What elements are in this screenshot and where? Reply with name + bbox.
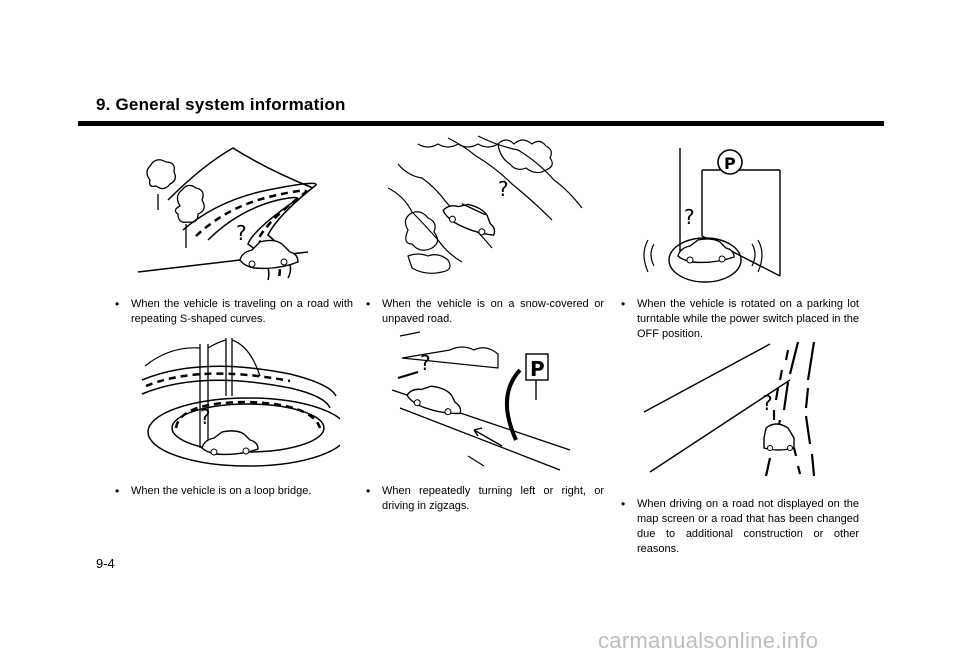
loop-bridge-illustration: ? bbox=[140, 336, 340, 471]
caption-text: When the vehicle is on a loop bridge. bbox=[131, 485, 312, 497]
bullet-icon: • bbox=[621, 297, 626, 311]
bullet-icon: • bbox=[366, 297, 371, 311]
caption-loop-bridge: • When the vehicle is on a loop bridge. bbox=[115, 484, 353, 499]
bullet-icon: • bbox=[366, 484, 371, 498]
caption-undisplayed-road: • When driving on a road not displayed o… bbox=[621, 497, 859, 557]
car-icon bbox=[677, 238, 735, 264]
caption-text: When the vehicle is traveling on a road … bbox=[131, 298, 353, 325]
car-icon bbox=[763, 423, 795, 451]
svg-text:?: ? bbox=[236, 221, 247, 245]
bullet-icon: • bbox=[621, 497, 626, 511]
snow-road-illustration: ? bbox=[388, 134, 588, 289]
undisplayed-road-illustration: ? bbox=[640, 340, 830, 480]
svg-text:?: ? bbox=[420, 351, 431, 375]
bullet-icon: • bbox=[115, 297, 120, 311]
header-rule bbox=[78, 121, 884, 126]
svg-text:?: ? bbox=[762, 391, 773, 415]
bullet-icon: • bbox=[115, 484, 120, 498]
caption-turntable: • When the vehicle is rotated on a parki… bbox=[621, 297, 859, 342]
page-number: 9-4 bbox=[96, 556, 115, 571]
car-icon bbox=[201, 430, 259, 456]
caption-text: When the vehicle is on a snow-covered or… bbox=[382, 298, 604, 325]
zigzag-illustration: P ? bbox=[390, 330, 580, 475]
caption-text: When driving on a road not displayed on … bbox=[637, 498, 859, 555]
turntable-illustration: P ? bbox=[640, 140, 790, 290]
section-title: 9. General system information bbox=[96, 95, 346, 114]
car-icon bbox=[239, 239, 299, 270]
caption-text: When repeatedly turning left or right, o… bbox=[382, 485, 604, 512]
svg-text:P: P bbox=[530, 357, 545, 381]
svg-text:?: ? bbox=[200, 405, 211, 429]
caption-s-curves: • When the vehicle is traveling on a roa… bbox=[115, 297, 353, 327]
caption-snow-road: • When the vehicle is on a snow-covered … bbox=[366, 297, 604, 327]
svg-text:?: ? bbox=[498, 177, 509, 201]
watermark: carmanualsonline.info bbox=[598, 628, 819, 653]
car-icon bbox=[406, 385, 462, 416]
caption-zigzag: • When repeatedly turning left or right,… bbox=[366, 484, 604, 514]
caption-text: When the vehicle is rotated on a parking… bbox=[637, 298, 859, 340]
svg-text:P: P bbox=[724, 154, 736, 173]
svg-text:?: ? bbox=[684, 205, 695, 229]
car-icon bbox=[442, 203, 496, 236]
s-curve-illustration: ? bbox=[128, 140, 328, 285]
